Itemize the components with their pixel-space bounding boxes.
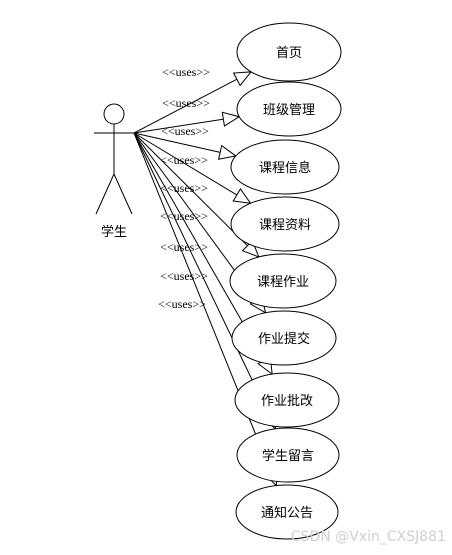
uses-label: <<uses>> xyxy=(160,181,208,195)
uses-label: <<uses>> xyxy=(158,297,206,311)
actor-left-leg xyxy=(95,173,115,215)
use-case-ellipse xyxy=(231,310,337,366)
use-case-label: 首页 xyxy=(276,46,302,61)
relation-arrowhead xyxy=(232,71,253,87)
use-case-ellipse xyxy=(235,484,339,540)
use-case-ellipse xyxy=(236,22,342,82)
use-case-label: 班级管理 xyxy=(263,103,315,118)
use-case-label: 学生留言 xyxy=(262,448,314,464)
use-case-ellipse xyxy=(234,372,340,428)
relation-line xyxy=(133,132,236,157)
relation-arrowhead xyxy=(241,239,260,258)
actor-head xyxy=(103,103,125,125)
actor-right-leg xyxy=(113,173,133,215)
use-case-ellipse xyxy=(236,427,340,483)
relation-line xyxy=(133,132,251,204)
relation-line xyxy=(133,116,240,134)
use-case-label: 作业批改 xyxy=(261,394,313,409)
uses-label: <<uses>> xyxy=(160,269,208,283)
relation-line xyxy=(133,132,277,486)
use-case-ellipse xyxy=(230,139,340,195)
use-case-ellipse xyxy=(230,196,340,252)
actor-figure xyxy=(94,103,134,215)
use-case-label: 课程信息 xyxy=(259,160,311,176)
uses-label: <<uses>> xyxy=(162,65,210,79)
uses-label: <<uses>> xyxy=(161,124,209,138)
relation-line xyxy=(133,71,252,134)
uses-label: <<uses>> xyxy=(160,153,208,167)
use-case-ellipse xyxy=(236,81,342,137)
use-case-label: 作业提交 xyxy=(258,331,310,347)
use-case-ellipse xyxy=(229,253,337,309)
relation-arrowhead xyxy=(221,111,241,127)
use-case-label: 课程资料 xyxy=(259,218,311,233)
uses-label: <<uses>> xyxy=(160,240,208,254)
actor-label: 学生 xyxy=(101,224,127,240)
relations: <<uses>> <<uses>> <<uses>> <<uses>> <<uses>>… xyxy=(133,65,278,487)
relation-arrowhead xyxy=(217,144,237,160)
use-case-label: 课程作业 xyxy=(257,275,309,290)
uses-label: <<uses>> xyxy=(162,96,210,110)
use-case-label: 通知公告 xyxy=(261,505,313,521)
relation-arrowhead xyxy=(232,188,252,204)
watermark: CSDN @Vxin_CXSJ881 xyxy=(291,529,446,545)
